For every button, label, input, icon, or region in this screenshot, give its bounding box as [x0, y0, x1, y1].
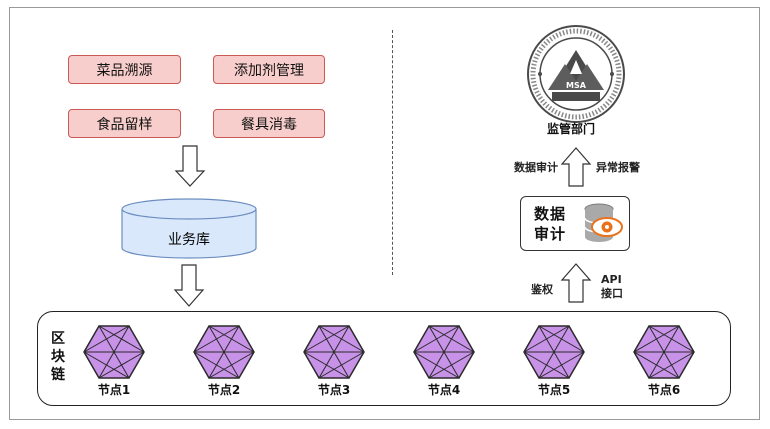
box-dish-tracing-label: 菜品溯源 [96, 62, 153, 79]
node-5-label: 节点5 [537, 383, 571, 397]
emblem-text: MSA [566, 81, 587, 90]
regulator-emblem-icon: MSA [527, 25, 625, 123]
box-additive-management-label: 添加剂管理 [234, 62, 304, 79]
regulator-label: 监管部门 [547, 122, 596, 136]
box-additive-management: 添加剂管理 [213, 55, 325, 84]
node-6-label: 节点6 [647, 383, 681, 397]
api-label-line2: 接口 [601, 287, 623, 300]
node-6-icon [633, 325, 695, 379]
blockchain-container [37, 311, 731, 406]
box-tableware-disinfection: 餐具消毒 [213, 109, 325, 138]
database-cylinder [121, 198, 257, 259]
box-dish-tracing: 菜品溯源 [68, 55, 181, 84]
blockchain-label-char: 块 [51, 349, 65, 365]
audit-label-line2: 审计 [534, 225, 567, 243]
node-4-icon [413, 325, 475, 379]
node-2-label: 节点2 [207, 383, 241, 397]
node-1-label: 节点1 [97, 383, 131, 397]
audit-label-line1: 数据 [534, 205, 567, 223]
blockchain-label: 区 块 链 [51, 330, 67, 384]
section-divider [392, 30, 393, 275]
box-food-sampling: 食品留样 [68, 109, 181, 138]
node-5-icon [523, 325, 585, 379]
data-audit-label: 数据审计 [514, 161, 558, 174]
box-food-sampling-label: 食品留样 [96, 116, 153, 133]
api-interface-label: API 接口 [601, 273, 623, 301]
node-3-icon [303, 325, 365, 379]
up-arrow-icon [560, 147, 592, 187]
down-arrow-icon [173, 264, 205, 307]
database-label: 业务库 [168, 232, 210, 248]
data-audit-box: 数据 审计 [520, 196, 630, 251]
node-1-icon [83, 325, 145, 379]
up-arrow-icon [560, 263, 592, 303]
anomaly-alert-label: 异常报警 [596, 161, 640, 174]
api-label-line1: API [601, 273, 622, 286]
node-2-icon [193, 325, 255, 379]
authentication-label: 鉴权 [531, 283, 553, 296]
down-arrow-icon [174, 145, 206, 187]
blockchain-label-char: 链 [51, 367, 65, 383]
blockchain-label-char: 区 [51, 331, 65, 347]
diagram-frame [9, 7, 760, 420]
box-tableware-disinfection-label: 餐具消毒 [241, 116, 297, 133]
node-3-label: 节点3 [317, 383, 351, 397]
audit-label: 数据 审计 [534, 204, 566, 244]
node-4-label: 节点4 [427, 383, 461, 397]
database-eye-icon [584, 203, 623, 242]
